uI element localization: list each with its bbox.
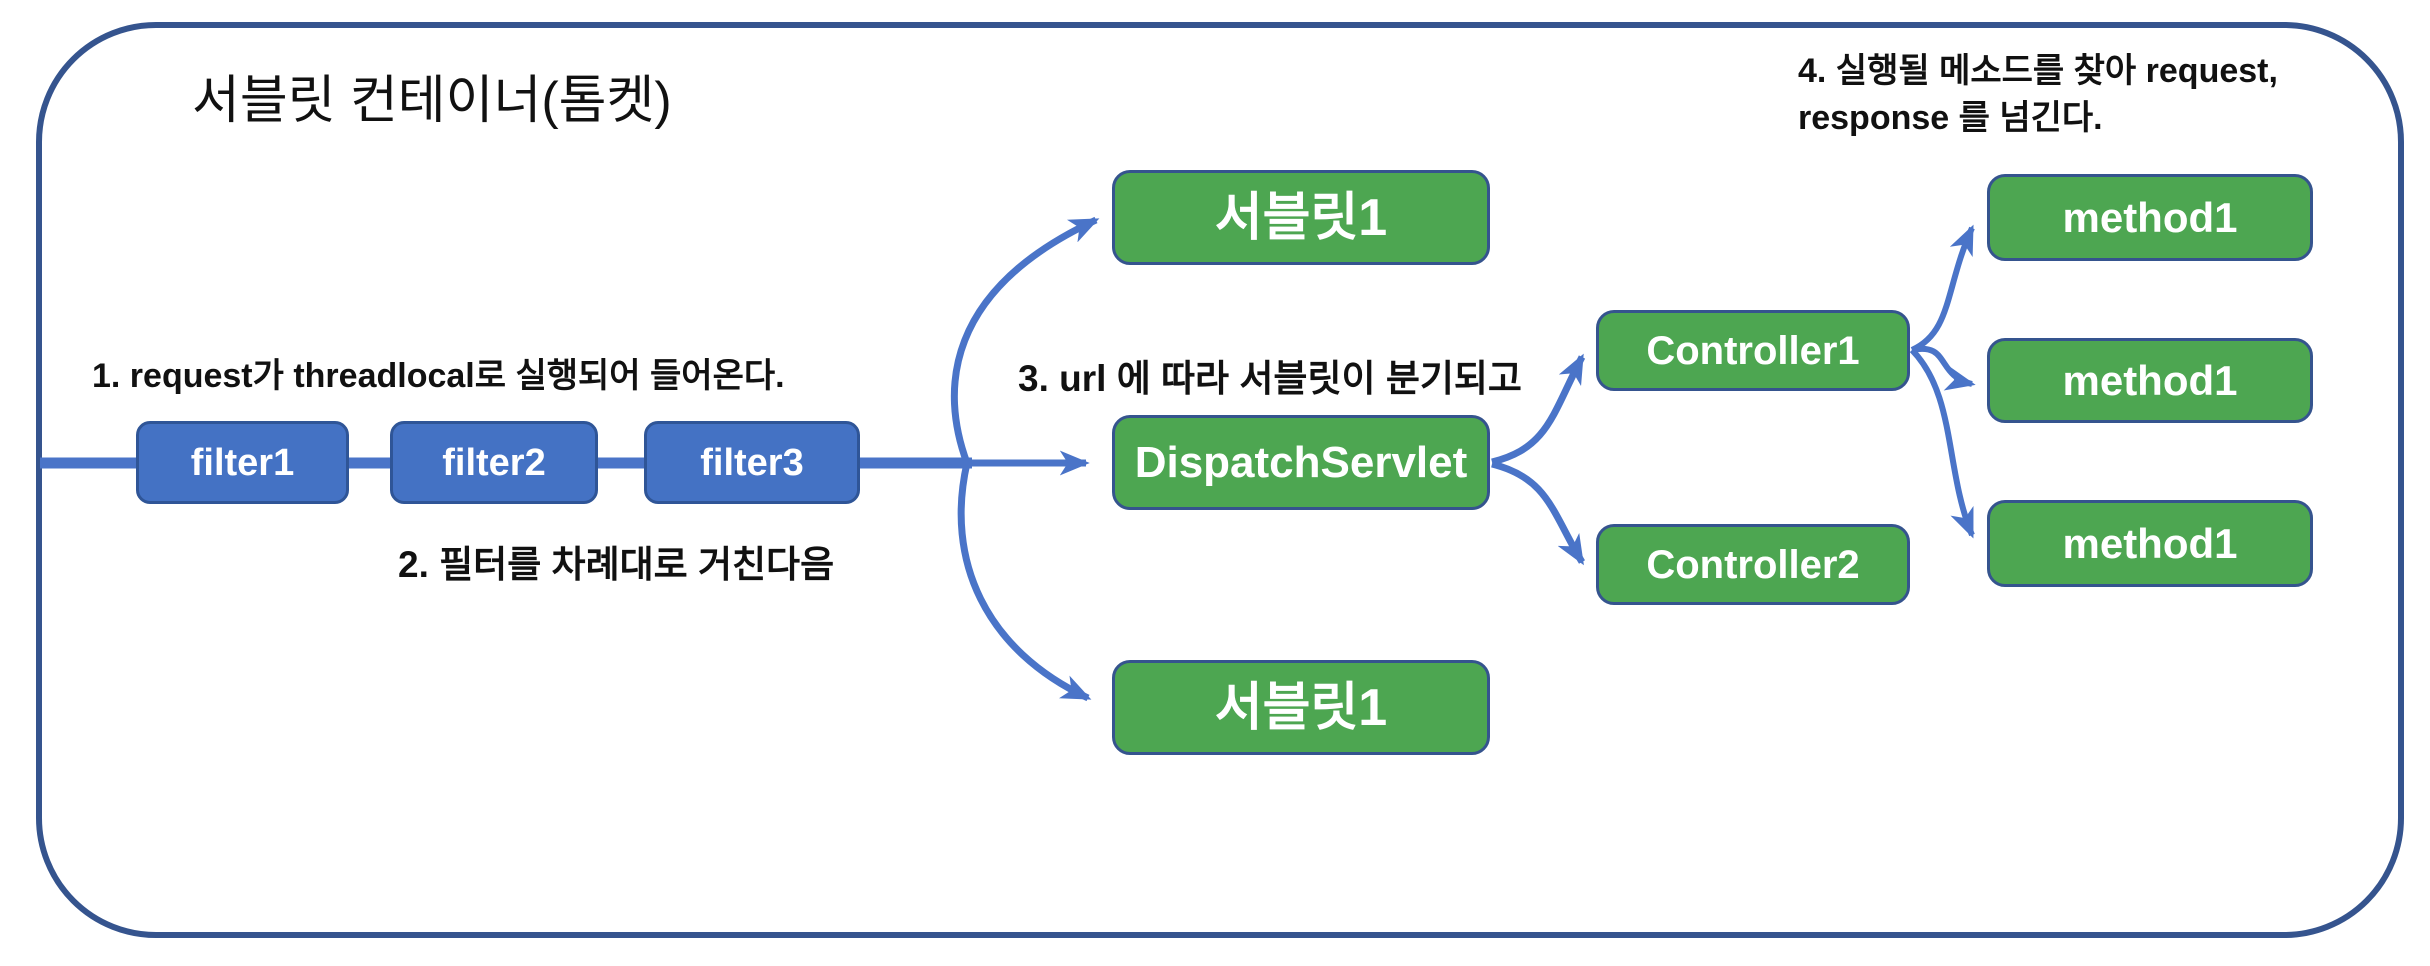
- container-boundary: [36, 22, 2404, 938]
- edge-dispatch-to-controller1: [1491, 353, 1586, 466]
- node-controller2: Controller2: [1596, 524, 1910, 605]
- edge-controller1-to-method-bottom: [1909, 347, 1975, 539]
- node-servlet-bottom: 서블릿1: [1112, 660, 1490, 755]
- edge-controller1-to-method-middle: [1911, 345, 1976, 391]
- annotation-step4-line1: 4. 실행될 메소드를 찾아 request,: [1798, 52, 2278, 90]
- annotation-step4-line2: response 를 넘긴다.: [1798, 98, 2103, 137]
- diagram-title: 서블릿 컨테이너(톰켓): [192, 72, 672, 130]
- node-filter3: filter3: [644, 421, 860, 504]
- edge-dispatch-to-controller2: [1491, 460, 1586, 566]
- node-method-middle: method1: [1987, 338, 2313, 423]
- node-servlet-top: 서블릿1: [1112, 170, 1490, 265]
- annotation-step3: 3. url 에 따라 서블릿이 분기되고: [1018, 358, 1522, 399]
- node-controller1: Controller1: [1596, 310, 1910, 391]
- annotation-step2: 2. 필터를 차례대로 거친다음: [398, 544, 835, 585]
- node-method-bottom: method1: [1987, 500, 2313, 587]
- annotation-step4: 4. 실행될 메소드를 찾아 request, response 를 넘긴다.: [1798, 48, 2278, 142]
- node-method-top: method1: [1987, 174, 2313, 261]
- edge-branch-to-servlet-top: [950, 216, 1100, 465]
- edge-controller1-to-method-top: [1910, 224, 1975, 353]
- node-filter2: filter2: [390, 421, 598, 504]
- edge-branch-to-servlet-bottom: [957, 462, 1092, 702]
- node-dispatch-servlet: DispatchServlet: [1112, 415, 1490, 510]
- node-filter1: filter1: [136, 421, 349, 504]
- annotation-step1: 1. request가 threadlocal로 실행되어 들어온다.: [92, 357, 785, 395]
